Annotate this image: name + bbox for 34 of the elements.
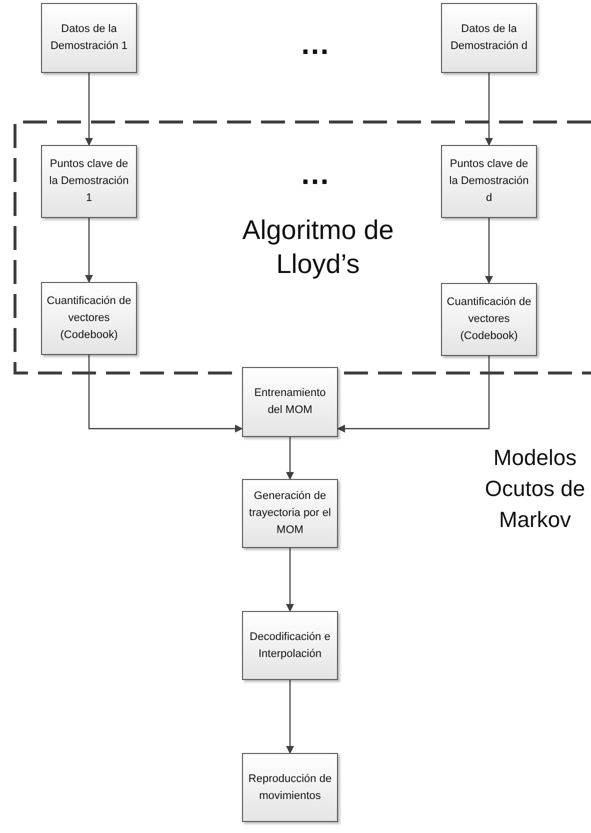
box-text: Puntos clave de la Demostración d bbox=[448, 157, 530, 206]
process-box bbox=[41, 3, 137, 73]
arrow bbox=[337, 356, 490, 433]
box-text: Cuantificación de vectores (Codebook) bbox=[46, 294, 132, 343]
box-text: Reproducción de movimientos bbox=[247, 772, 333, 804]
box-text: Generación de trayectoria por el MOM bbox=[248, 489, 332, 538]
arrow bbox=[88, 355, 243, 433]
box-text: Decodificación e Interpolación bbox=[248, 630, 332, 662]
ellipsis-label: … bbox=[299, 158, 331, 192]
section-label: Modelos Ocutos de Markov bbox=[484, 444, 586, 534]
process-box bbox=[242, 479, 338, 548]
dashed-region bbox=[13, 120, 591, 375]
process-box bbox=[41, 145, 137, 218]
arrow bbox=[286, 437, 294, 480]
process-box bbox=[441, 283, 537, 356]
region-title: Algoritmo de Lloyd’s bbox=[241, 214, 395, 281]
process-box bbox=[441, 3, 537, 73]
arrow bbox=[85, 218, 93, 283]
process-box bbox=[242, 753, 338, 822]
process-box bbox=[441, 145, 537, 218]
box-text: Puntos clave de la Demostración 1 bbox=[48, 157, 130, 206]
process-box bbox=[242, 611, 338, 680]
box-text: Datos de la Demostración 1 bbox=[49, 22, 129, 54]
arrow bbox=[286, 548, 294, 612]
box-text: Entrenamiento del MOM bbox=[253, 386, 327, 418]
arrow bbox=[85, 73, 93, 146]
process-box bbox=[242, 367, 338, 437]
box-text: Cuantificación de vectores (Codebook) bbox=[446, 295, 532, 344]
arrow bbox=[485, 73, 493, 146]
ellipsis-label: … bbox=[299, 28, 331, 62]
process-box bbox=[41, 282, 137, 355]
arrow bbox=[286, 680, 294, 754]
arrow bbox=[485, 218, 493, 284]
box-text: Datos de la Demostración d bbox=[449, 22, 529, 54]
